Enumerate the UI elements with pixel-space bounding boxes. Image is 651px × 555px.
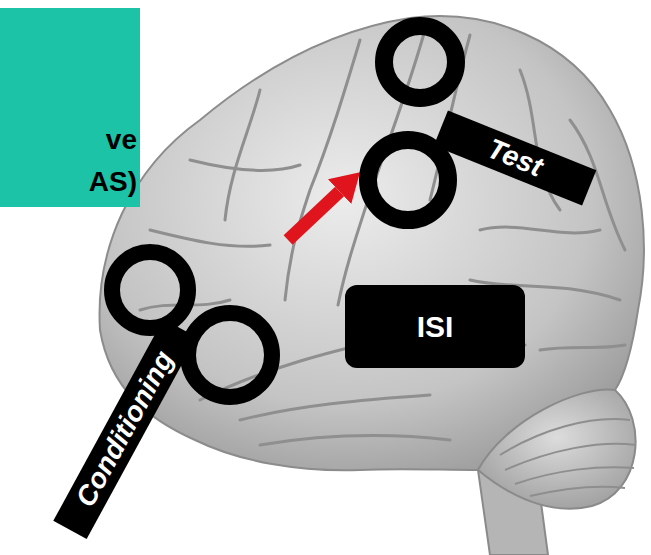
title-text: ve AS) xyxy=(77,119,137,203)
coil-handle: Test xyxy=(434,110,597,205)
isi-box: ISI xyxy=(345,285,525,368)
gyrus xyxy=(225,90,260,220)
folium xyxy=(515,467,634,484)
coil-label: Test xyxy=(482,132,547,185)
coil-loop xyxy=(112,252,188,328)
gyrus xyxy=(260,435,450,445)
coil-label: Conditioning xyxy=(69,345,181,513)
gyrus xyxy=(150,230,270,246)
brain-gyri xyxy=(140,30,625,445)
tms-coil: Conditioning xyxy=(100,240,290,415)
isi-label: ISI xyxy=(417,309,454,345)
gyrus xyxy=(190,160,300,170)
folium xyxy=(505,444,636,470)
gyrus xyxy=(540,345,625,350)
gyrus xyxy=(285,40,360,300)
cerebellum xyxy=(478,390,636,509)
coil-loop xyxy=(368,140,448,220)
coil-handle: Conditioning xyxy=(53,319,196,539)
gyrus xyxy=(240,395,430,420)
title-box: ve AS) xyxy=(0,8,140,207)
cerebellum-folia xyxy=(500,419,636,496)
stimulation-arrow xyxy=(288,192,340,240)
tms-coil: Test xyxy=(360,18,465,228)
gyrus xyxy=(480,227,600,233)
coil-loop xyxy=(384,26,456,98)
coil-loop xyxy=(188,313,272,397)
folium xyxy=(530,487,625,496)
